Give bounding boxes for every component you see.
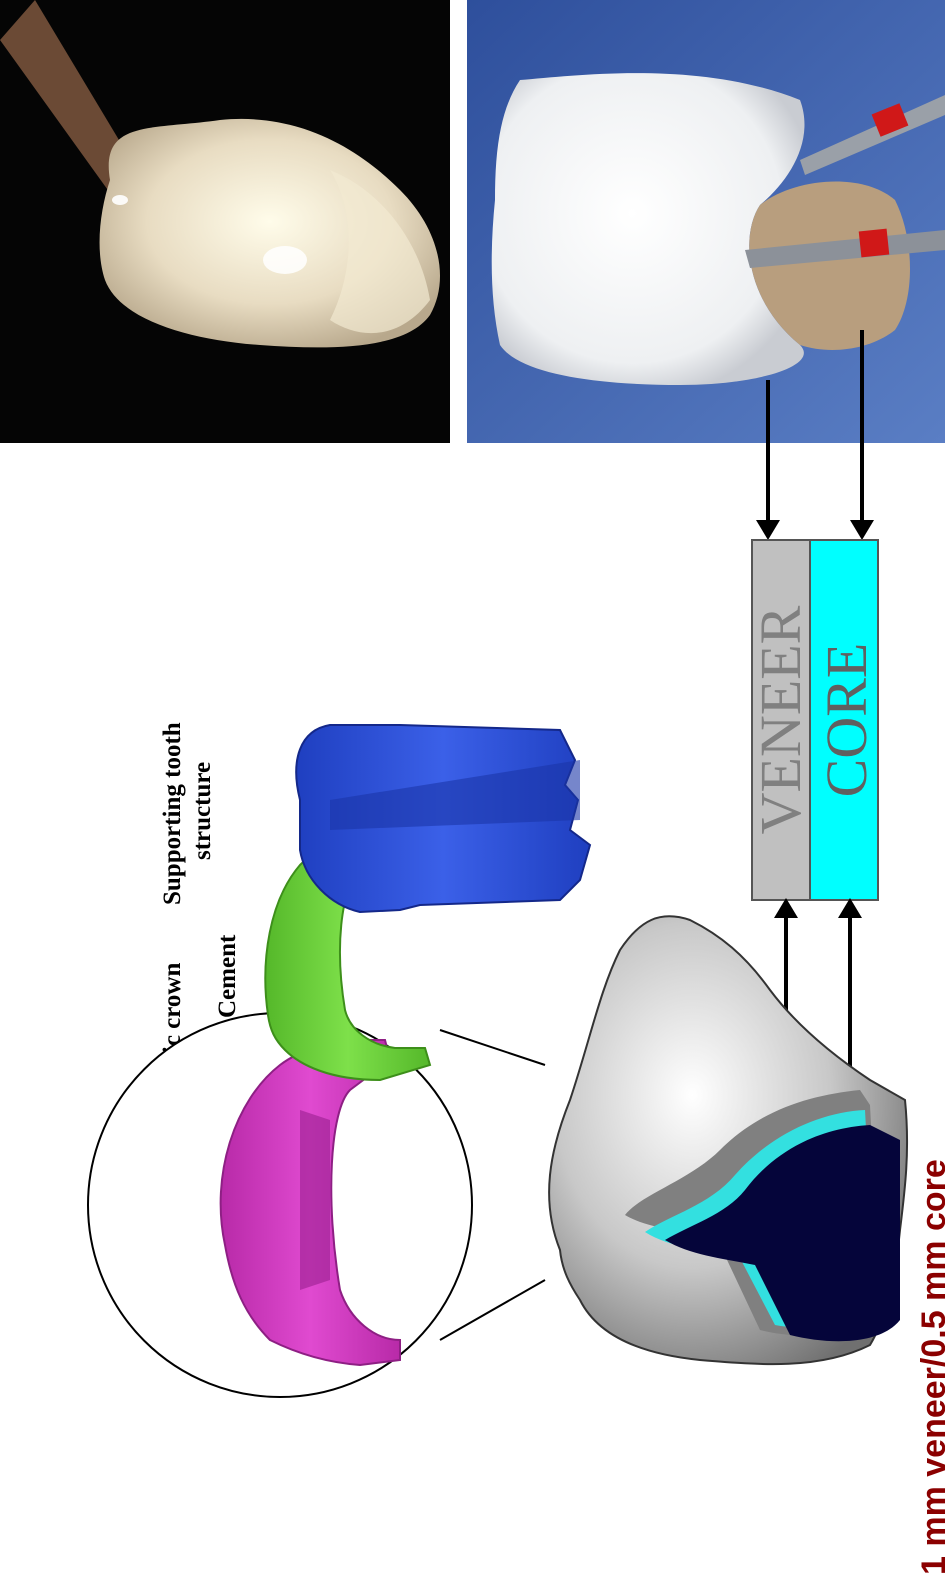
arrow-veneer-from-photo-head <box>756 520 780 540</box>
veneer-label: VENEER <box>748 605 813 834</box>
core-label: CORE <box>814 643 879 798</box>
arrow-core-from-photo-head <box>850 520 874 540</box>
photo-specular <box>263 246 307 274</box>
tooth-label-line2: structure <box>189 762 216 860</box>
thickness-caption: 1 mm veneer/0.5 mm core <box>915 1159 945 1575</box>
layer-bar: VENEER CORE <box>748 540 879 900</box>
crown-cross-section <box>549 916 907 1364</box>
cement-label: Cement <box>214 934 241 1018</box>
photo-specular-small <box>112 195 128 205</box>
crown-model-shade <box>300 1110 330 1290</box>
photo-veneered-tooth <box>0 0 450 443</box>
tooth-label-line1: Supporting tooth <box>159 722 186 905</box>
photo-layered-crown <box>467 0 945 443</box>
